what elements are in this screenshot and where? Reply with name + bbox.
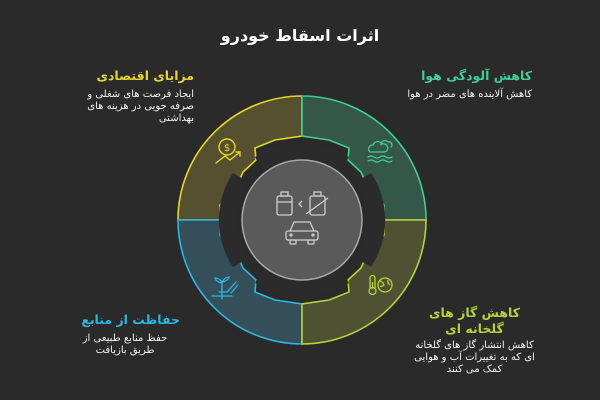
thermometer-globe-icon (368, 274, 393, 296)
diagram-title: اثرات اسقاط خودرو (220, 26, 380, 45)
segment-resources-text: حفاظت از منابع حفظ منابع طبیعی از طریق ب… (70, 312, 180, 357)
heading-greenhouse: کاهش گاز های گلخانه ای (429, 305, 520, 336)
dollar-growth-icon: $ (215, 138, 241, 164)
heading-resources: حفاظت از منابع (81, 312, 180, 327)
segment-economic-text: مزایای اقتصادی ایجاد فرصت های شغلی و صرف… (76, 68, 194, 125)
description-air: کاهش آلاینده های مضر در هوا (407, 89, 532, 100)
svg-text:$: $ (224, 143, 230, 154)
center-circle (241, 159, 363, 281)
heading-economic: مزایای اقتصادی (96, 68, 194, 83)
car-icon (285, 221, 319, 245)
arc-band-right (354, 173, 386, 267)
heading-air: کاهش آلودگی هوا (421, 68, 532, 83)
description-resources: حفظ منابع طبیعی از طریق بازیافت (82, 333, 168, 356)
plant-hand-icon (211, 276, 239, 300)
description-economic: ایجاد فرصت های شغلی و صرفه جویی در هزینه… (87, 89, 194, 124)
segment-air-text: کاهش آلودگی هوا کاهش آلاینده های مضر در … (398, 68, 532, 101)
arc-band-left (218, 173, 250, 267)
segment-greenhouse-text: کاهش گاز های گلخانه ای کاهش انتشار گاز ه… (412, 305, 537, 376)
description-greenhouse: کاهش انتشار گاز های گلخانه ای که به تغیی… (414, 340, 535, 375)
less-than-icon (298, 200, 303, 208)
cloud-wind-icon (367, 140, 393, 163)
battery-crossed-icon (305, 191, 329, 216)
battery-full-icon (276, 191, 293, 216)
